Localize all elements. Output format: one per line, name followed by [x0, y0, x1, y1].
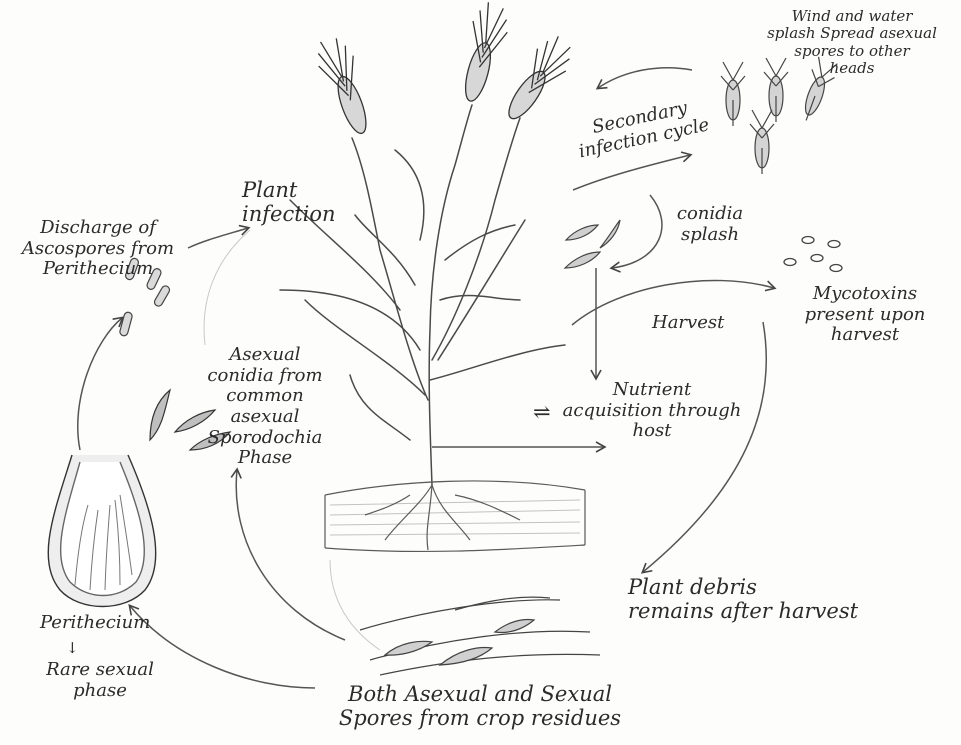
wheat-head-left — [311, 33, 379, 139]
soil-top — [325, 481, 585, 495]
mycotoxin-particles — [784, 237, 842, 272]
leaf-6 — [355, 215, 415, 285]
leaf-8 — [280, 290, 420, 350]
label-crop-residues: Both Asexual and Sexual Spores from crop… — [320, 682, 640, 730]
roots — [365, 485, 520, 550]
leaf-10 — [395, 150, 424, 240]
label-plant-debris: Plant debris remains after harvest — [628, 575, 928, 623]
leaf-7 — [445, 225, 515, 260]
label-nutrient: Nutrient acquisition through host — [562, 380, 742, 442]
label-rare-sexual: Rare sexual phase — [30, 660, 170, 701]
conidia-cluster-right — [565, 220, 620, 268]
crop-residues — [360, 597, 600, 675]
arrow-wind-to-heads — [598, 68, 692, 88]
label-plant-infection: Plant infection — [242, 178, 336, 226]
equilibrium-symbol: ⇌ — [533, 400, 551, 424]
label-mycotoxins: Mycotoxins present upon harvest — [790, 284, 940, 346]
arrow-harvest-to-debris — [643, 322, 766, 572]
perithecium-down-arrow: ↓ — [66, 640, 79, 657]
label-perithecium: Perithecium — [40, 613, 150, 634]
label-discharge: Discharge of Ascospores from Perithecium — [18, 218, 178, 280]
arrow-residue-to-asexual — [236, 470, 345, 640]
arrow-perithecium-to-discharge — [78, 318, 122, 450]
label-asexual-conidia: Asexual conidia from common asexual Spor… — [190, 345, 340, 469]
label-wind-splash: Wind and water splash Spread asexual spo… — [752, 8, 952, 77]
leaf-3 — [350, 375, 410, 440]
leaf-2 — [430, 345, 565, 380]
perithecium-flask — [48, 455, 155, 607]
wheat-head-right — [496, 31, 579, 129]
wheat-heads — [311, 0, 579, 139]
soil-bottom — [325, 545, 585, 551]
label-harvest: Harvest — [652, 313, 724, 334]
label-conidia-splash: conidia splash — [665, 204, 755, 245]
arrow-conidia-splash — [612, 195, 662, 268]
leaf-9 — [440, 296, 520, 300]
leaf-4 — [438, 220, 525, 360]
arrow-discharge-to-infection — [188, 228, 248, 248]
soil-section — [325, 481, 585, 552]
wheat-head-middle — [453, 0, 514, 106]
